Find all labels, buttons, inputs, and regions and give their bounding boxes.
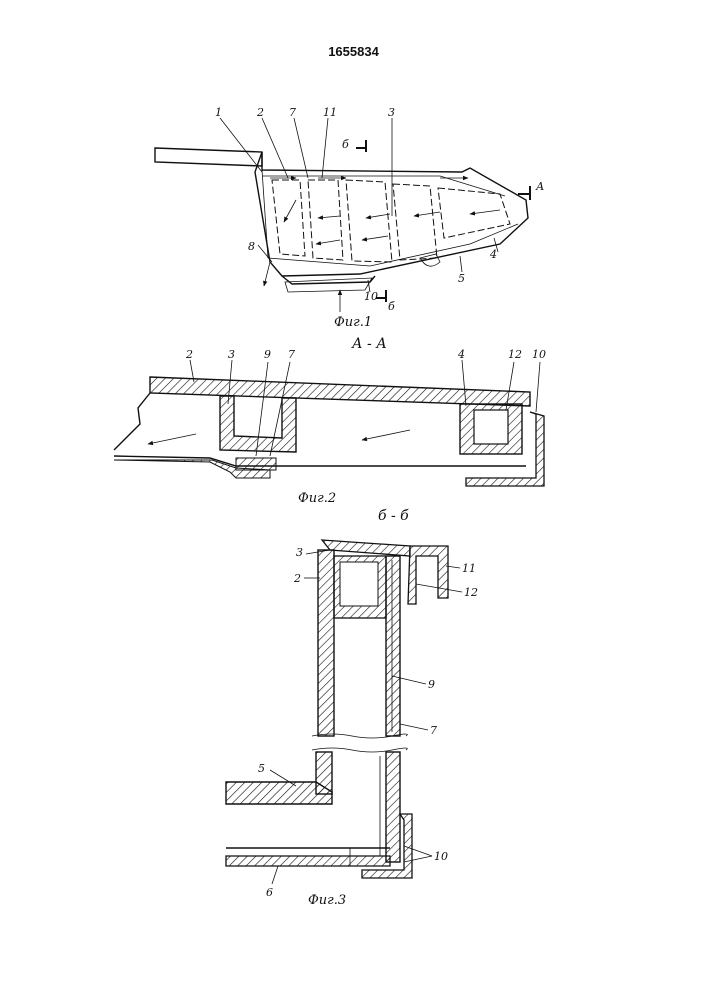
flow-arrow — [264, 262, 270, 286]
lower-wall-7 — [386, 752, 400, 862]
panel-3 — [346, 180, 392, 262]
panel-5 — [438, 188, 510, 238]
bottom-plate — [285, 278, 372, 292]
leader-line — [258, 245, 272, 262]
box-4-inner — [474, 410, 508, 444]
label-7: 7 — [288, 348, 295, 361]
label-12: 12 — [464, 586, 478, 599]
wall-7 — [386, 556, 400, 736]
tow-bar — [155, 148, 262, 166]
flow-arrow — [318, 216, 340, 218]
leader-line — [536, 362, 540, 412]
top-slab — [150, 377, 530, 406]
section-letter-b-top: б — [342, 138, 349, 151]
label-1: 1 — [215, 106, 222, 119]
bottom-skin-6 — [226, 856, 390, 866]
box-3-inner — [340, 562, 378, 606]
break-line — [114, 393, 150, 450]
flow-arrow — [470, 210, 500, 214]
label-4: 4 — [489, 248, 497, 261]
label-3: 3 — [296, 546, 303, 559]
label-4: 4 — [457, 348, 465, 361]
figure-3-section-title: б - б — [378, 508, 409, 524]
flow-arrow — [284, 200, 296, 222]
section-letter-a: А — [535, 180, 544, 193]
figure-1-labels: 1 2 7 11 3 4 5 8 10 А б б Фиг.1 — [215, 106, 544, 330]
figure-1-caption: Фиг.1 — [334, 315, 372, 330]
flow-arrow — [148, 434, 196, 444]
wall-2 — [318, 550, 334, 736]
leader-line — [220, 118, 262, 172]
label-7: 7 — [289, 106, 296, 119]
label-10: 10 — [434, 850, 448, 863]
label-10: 10 — [532, 348, 546, 361]
leader-line — [262, 118, 288, 178]
figure-2-drawing — [114, 360, 544, 486]
cap-plate — [322, 540, 410, 556]
label-5: 5 — [458, 272, 465, 285]
figure-3-caption: Фиг.3 — [308, 893, 346, 908]
label-2: 2 — [256, 106, 264, 119]
label-2: 2 — [293, 572, 301, 585]
panel-2 — [308, 180, 343, 260]
flow-arrow — [362, 236, 388, 240]
label-3: 3 — [388, 106, 395, 119]
flow-arrow — [316, 240, 340, 244]
label-7: 7 — [430, 724, 437, 737]
top-band — [262, 176, 505, 196]
label-11: 11 — [323, 106, 337, 119]
label-6: 6 — [266, 886, 273, 899]
figure-3-drawing — [226, 540, 462, 884]
section-letter-b-bottom: б — [388, 300, 395, 313]
panel-4 — [393, 184, 437, 260]
label-11: 11 — [462, 562, 476, 575]
label-5: 5 — [258, 762, 265, 775]
flow-arrow — [414, 212, 440, 216]
figure-2-section-title: А - А — [351, 336, 387, 352]
flow-arrow — [366, 214, 390, 218]
flow-arrow — [362, 430, 410, 440]
leader-line — [400, 724, 428, 730]
joint-9 — [236, 458, 276, 470]
panel-1 — [272, 180, 305, 256]
bracket-11 — [408, 546, 448, 604]
label-2: 2 — [185, 348, 193, 361]
figure-2-caption: Фиг.2 — [298, 491, 336, 506]
leader-line — [294, 118, 308, 178]
label-3: 3 — [228, 348, 235, 361]
label-12: 12 — [508, 348, 522, 361]
label-9: 9 — [264, 348, 271, 361]
label-10: 10 — [364, 290, 378, 303]
slab-5 — [226, 782, 332, 804]
channel-3 — [220, 396, 296, 452]
leader-line — [322, 118, 328, 178]
leader-line — [272, 866, 278, 884]
label-9: 9 — [428, 678, 435, 691]
leader-line — [460, 256, 462, 272]
label-8: 8 — [248, 240, 255, 253]
